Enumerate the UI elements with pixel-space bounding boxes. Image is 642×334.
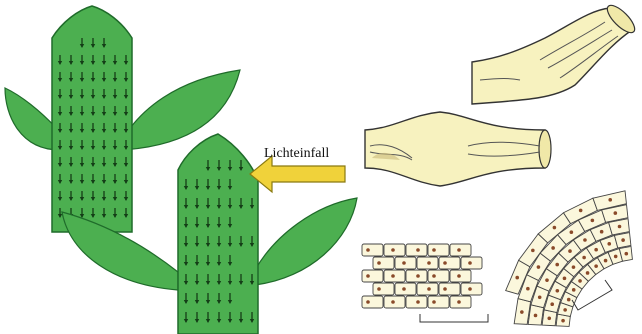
straight-stem-section	[365, 112, 551, 186]
bent-stem-section	[472, 1, 639, 104]
bending-shoot-right-leaf	[255, 198, 357, 285]
straight-cell-tissue	[362, 244, 482, 308]
straight-cell-bracket	[420, 314, 488, 322]
light-label: Lichteinfall	[264, 146, 329, 162]
curved-cell-tissue	[506, 191, 633, 327]
bending-shoot-stem	[178, 134, 258, 334]
